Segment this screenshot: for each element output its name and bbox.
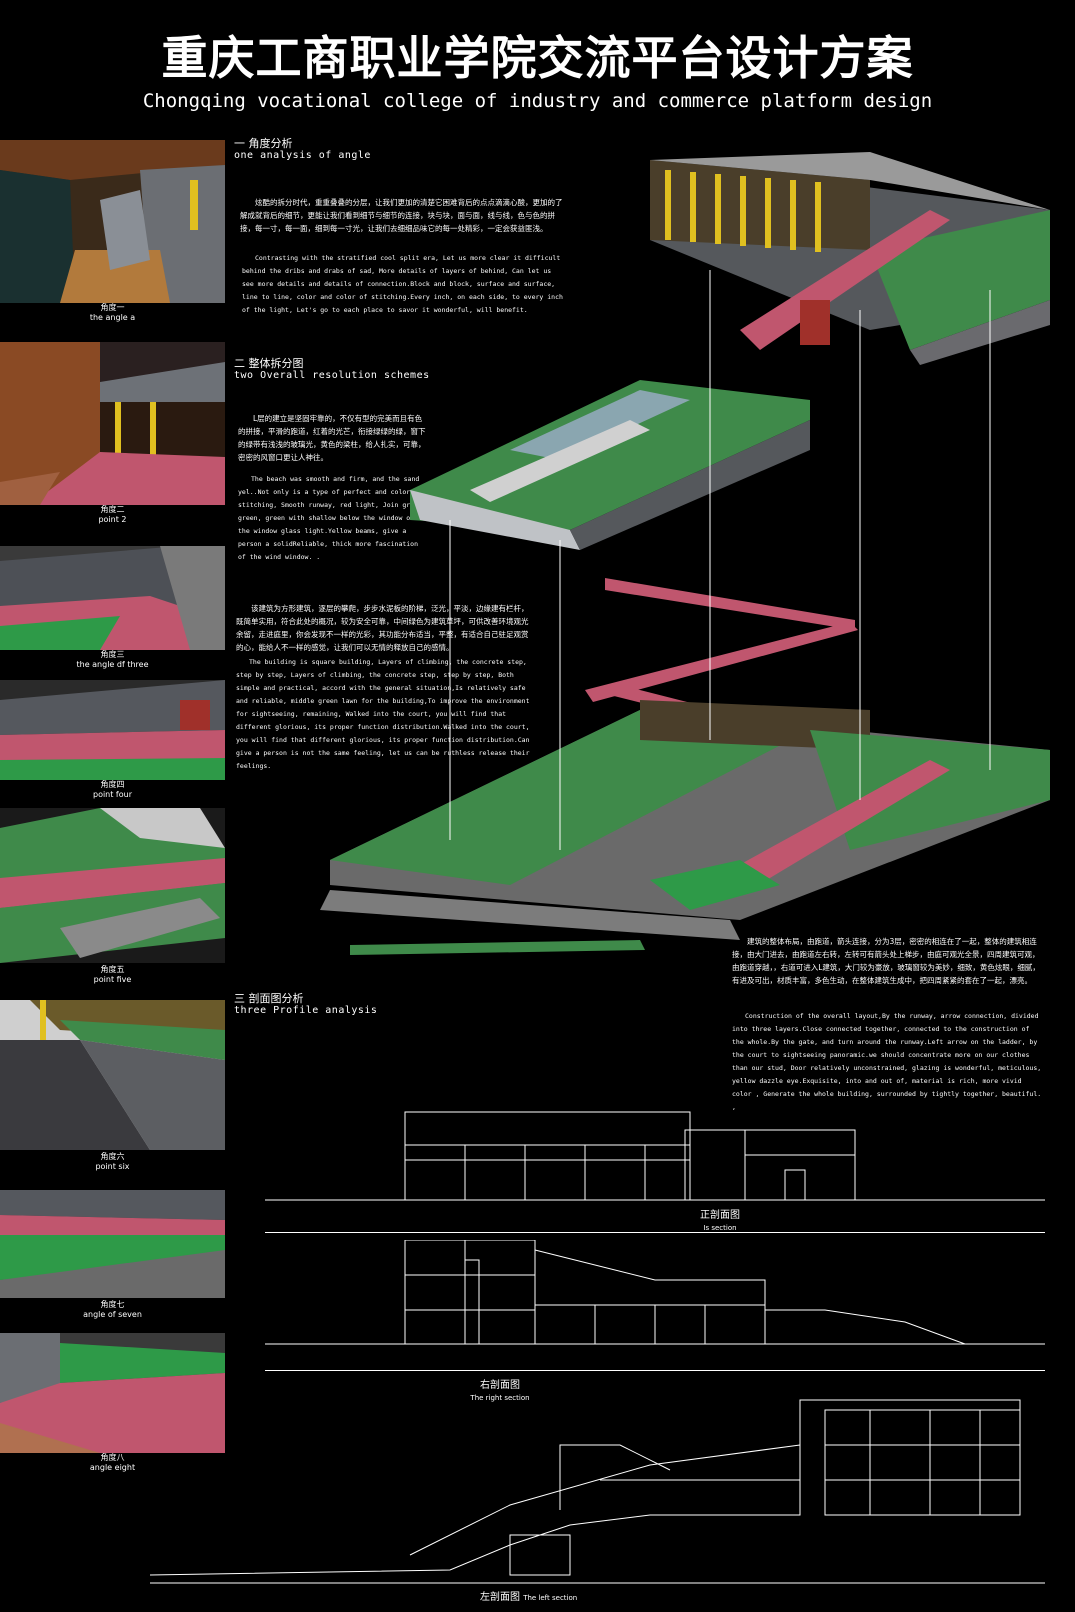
section-two-text-cn: L层的建立是坚固牢靠的，不仅有型的完美而且有色的拼接，平滑的跑道，红着的光芒，衔… xyxy=(238,414,426,462)
section-two-text2-en: The building is square building, Layers … xyxy=(236,658,530,770)
section-one-text-cn: 炫酷的拆分时代，重重叠叠的分层，让我们更加的清楚它困难背后的点点滴滴心酸，更加的… xyxy=(240,198,563,233)
left-section-caption: 左剖面图 The left section xyxy=(480,1592,578,1603)
page-title: 重庆工商职业学院交流平台设计方案 xyxy=(161,31,914,85)
section-two-text-en: The beach was smooth and firm, and the s… xyxy=(238,475,422,561)
section-one-text-en: Contrasting with the stratified cool spl… xyxy=(242,254,563,314)
render-angle-3 xyxy=(0,546,225,650)
page-subtitle: Chongqing vocational college of industry… xyxy=(142,90,933,112)
right-section-drawing xyxy=(265,1240,1045,1345)
section-two-heading: 二 整体拆分图 two Overall resolution schemes xyxy=(234,357,430,382)
render-angle-7 xyxy=(0,1190,225,1298)
render-angle-8 xyxy=(0,1333,225,1453)
layout-text-cn: 建筑的整体布局，由跑道，箭头连接，分为3层，密密的相连在了一起，整体的建筑相连接… xyxy=(732,937,1040,985)
left-section-drawing xyxy=(150,1399,1045,1584)
front-section-drawing xyxy=(265,1111,1045,1201)
render-angle-4 xyxy=(0,680,225,780)
layout-text-en: Construction of the overall layout,By th… xyxy=(732,1012,1042,1111)
section-three-heading: 三 剖面图分析 three Profile analysis xyxy=(234,992,378,1017)
divider xyxy=(265,1232,1045,1233)
section-one-heading: 一 角度分析 one analysis of angle xyxy=(234,137,371,162)
section-two-text2-cn: 该建筑为方形建筑，逐层的攀爬，步步水泥板的阶梯，泛光，平淡，边缘建有栏杆，既简单… xyxy=(236,604,529,652)
render-angle-2 xyxy=(0,342,225,505)
exploded-axonometric-diagram xyxy=(320,152,1050,955)
render-angle-1 xyxy=(0,140,225,303)
divider xyxy=(265,1370,1045,1371)
render-angle-5 xyxy=(0,808,225,963)
render-angle-6 xyxy=(0,1000,225,1150)
